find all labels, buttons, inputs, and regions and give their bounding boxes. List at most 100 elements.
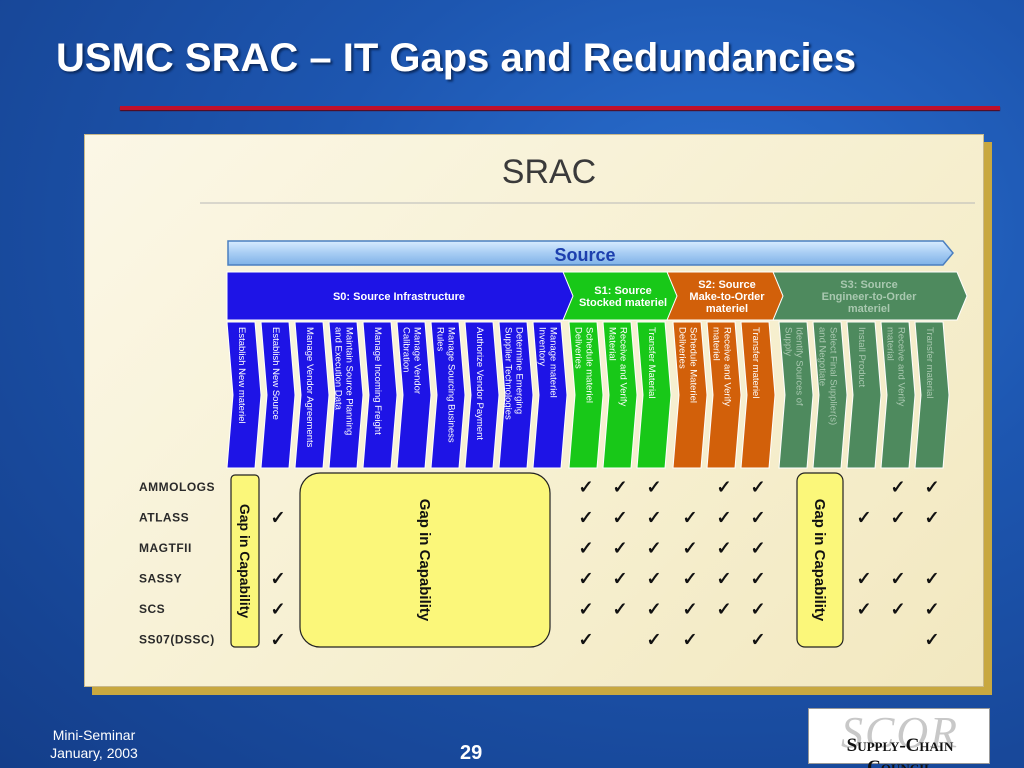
process-label-group: Receive and Verifymaterial	[885, 327, 907, 406]
gap-in-capability-label: Gap in Capability	[811, 499, 828, 622]
process-label-group: Manage Incoming Freight	[372, 327, 383, 435]
process-label-group: Install Product	[856, 327, 867, 388]
check-mark: ✓	[270, 508, 285, 528]
check-mark: ✓	[716, 569, 731, 589]
check-mark: ✓	[924, 569, 939, 589]
check-mark: ✓	[924, 477, 939, 497]
system-label: SASSY	[139, 572, 182, 586]
process-label-group: Receive and VerifyMaterial	[607, 327, 629, 406]
gap-in-capability-label: Gap in Capability	[237, 504, 253, 619]
check-mark: ✓	[270, 569, 285, 589]
check-mark: ✓	[924, 508, 939, 528]
check-mark: ✓	[682, 538, 697, 558]
slide-title: USMC SRAC – IT Gaps and Redundancies	[56, 36, 857, 80]
scor-logo: SCOR Supply-Chain Council	[808, 708, 990, 768]
check-mark: ✓	[578, 630, 593, 650]
process-label: Receive and VerifyMaterial	[607, 327, 629, 406]
check-mark: ✓	[750, 569, 765, 589]
process-label-group: Establish New Source	[270, 327, 281, 420]
process-column	[740, 321, 776, 469]
process-column	[778, 321, 814, 469]
process-label-group: Determine EmergingSupplier Technologies	[503, 327, 525, 420]
process-column	[880, 321, 916, 469]
process-column	[568, 321, 604, 469]
footer-event-date: January, 2003	[50, 745, 138, 761]
check-mark: ✓	[646, 477, 661, 497]
check-mark: ✓	[270, 630, 285, 650]
check-mark: ✓	[924, 599, 939, 619]
process-label-group: Schedule materielDeliveries	[573, 327, 595, 403]
process-column	[396, 321, 432, 469]
process-column	[706, 321, 742, 469]
process-column	[498, 321, 534, 469]
gap-in-capability-box	[796, 472, 844, 648]
gap-in-capability-label: Gap in Capability	[416, 499, 433, 622]
check-mark: ✓	[856, 599, 871, 619]
check-mark: ✓	[578, 599, 593, 619]
page-number: 29	[460, 742, 483, 764]
check-mark: ✓	[682, 569, 697, 589]
check-mark: ✓	[716, 599, 731, 619]
process-column	[464, 321, 500, 469]
footer-event-name: Mini-Seminar	[52, 727, 136, 743]
check-mark: ✓	[890, 599, 905, 619]
check-mark: ✓	[578, 569, 593, 589]
process-label-group: Transfer materiel	[750, 327, 761, 398]
process-label: Establish New Source	[270, 327, 281, 420]
footer-event: Mini-Seminar January, 2003	[44, 726, 144, 762]
process-label: Schedule materielDeliveries	[573, 327, 595, 403]
process-group-s3	[772, 271, 968, 321]
process-label: Transfer material	[924, 327, 935, 398]
process-label: Manage Vendor Agreements	[304, 327, 315, 448]
system-label: MAGTFII	[139, 541, 192, 555]
process-label-group: Manage Vendor Agreements	[304, 327, 315, 448]
check-mark: ✓	[750, 599, 765, 619]
process-column	[846, 321, 882, 469]
srac-heading: SRAC	[502, 153, 596, 191]
title-underline	[120, 106, 1000, 110]
logo-text: Supply-Chain Council	[846, 735, 954, 768]
check-mark: ✓	[646, 630, 661, 650]
check-mark: ✓	[716, 477, 731, 497]
process-label: Transfer materiel	[750, 327, 761, 398]
check-mark: ✓	[612, 599, 627, 619]
process-label: Manage materielInventory	[537, 327, 559, 398]
check-mark: ✓	[646, 599, 661, 619]
system-label: ATLASS	[139, 511, 189, 525]
process-column	[636, 321, 672, 469]
check-mark: ✓	[750, 477, 765, 497]
process-label: Identify Sources ofSupply	[783, 327, 805, 406]
process-column	[914, 321, 950, 469]
source-banner	[227, 240, 954, 266]
gap-in-capability-box	[299, 472, 551, 648]
process-column	[294, 321, 330, 469]
check-mark: ✓	[716, 508, 731, 528]
process-label-group: Transfer Material	[646, 327, 657, 398]
check-mark: ✓	[890, 569, 905, 589]
process-label: Schedule MaterielDeliveries	[677, 327, 699, 403]
process-label-group: Transfer material	[924, 327, 935, 398]
check-mark: ✓	[890, 508, 905, 528]
process-label-group: Manage VendorCalibration	[401, 327, 423, 394]
process-column	[226, 321, 262, 469]
process-column	[328, 321, 364, 469]
check-mark: ✓	[682, 508, 697, 528]
check-mark: ✓	[612, 508, 627, 528]
system-label: SS07(DSSC)	[139, 633, 215, 647]
check-mark: ✓	[612, 569, 627, 589]
check-mark: ✓	[578, 477, 593, 497]
system-label: SCS	[139, 602, 165, 616]
check-mark: ✓	[750, 508, 765, 528]
process-label: Maintain Source Planningand Execution Da…	[333, 327, 355, 435]
check-mark: ✓	[646, 569, 661, 589]
process-group-label-s0: S0: Source Infrastructure	[333, 291, 465, 303]
process-column	[602, 321, 638, 469]
process-label: Transfer Material	[646, 327, 657, 398]
process-label: Select Final Supplier(s)and Negotiate	[817, 327, 839, 425]
check-mark: ✓	[612, 538, 627, 558]
process-label-group: Schedule MaterielDeliveries	[677, 327, 699, 403]
check-mark: ✓	[646, 538, 661, 558]
process-label-group: Select Final Supplier(s)and Negotiate	[817, 327, 839, 425]
